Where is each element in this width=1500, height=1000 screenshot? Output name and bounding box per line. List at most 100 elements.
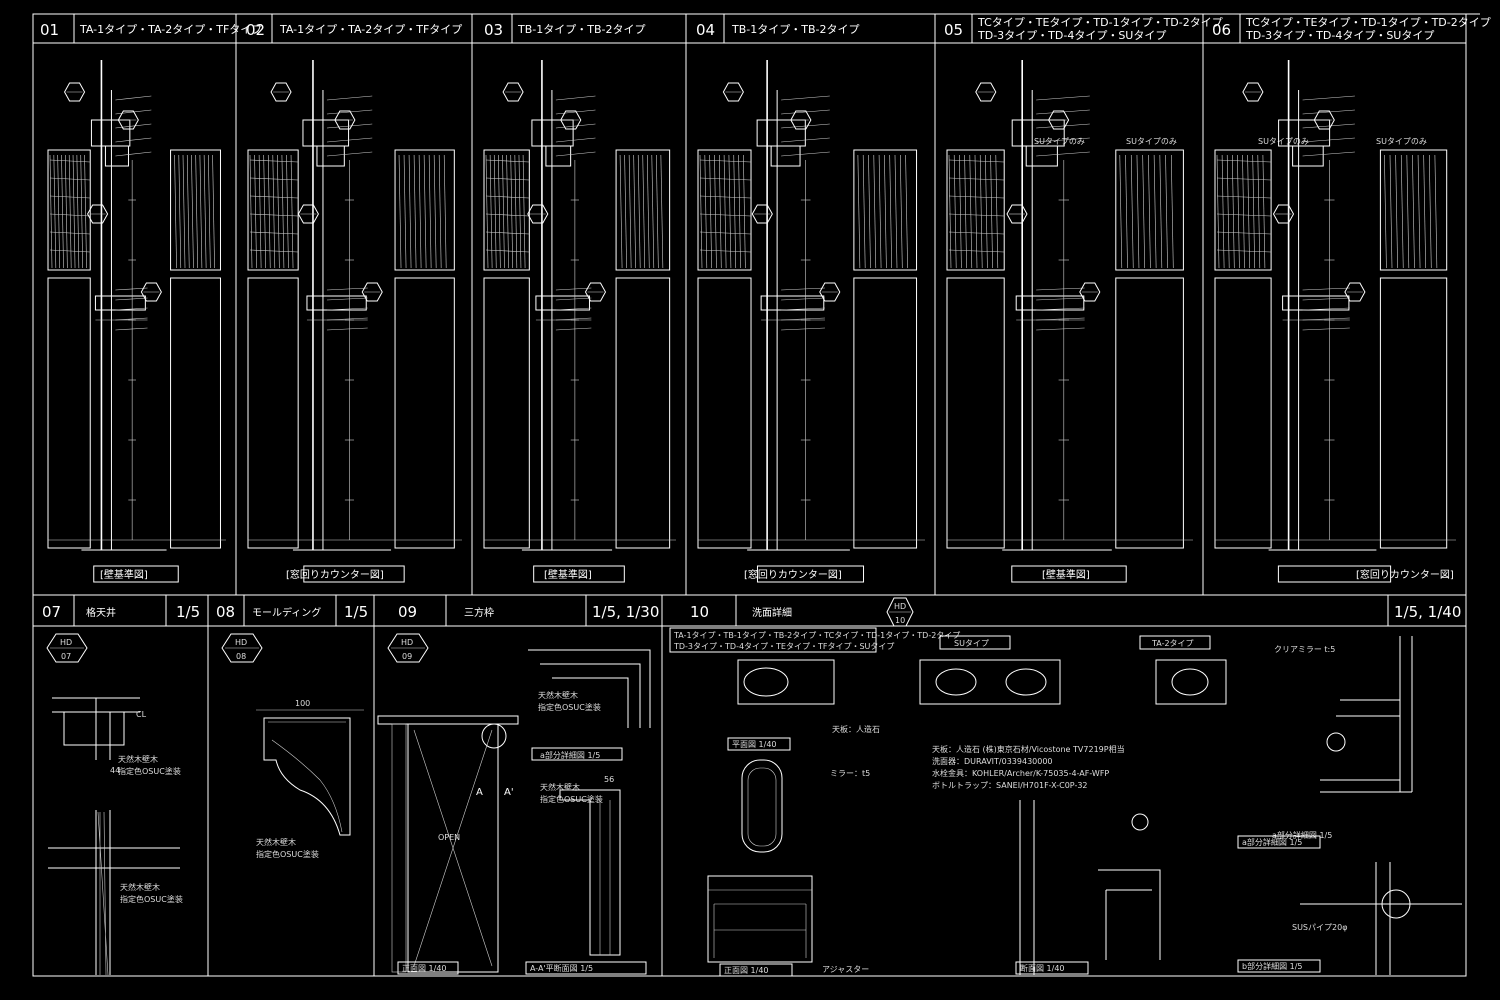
linework xyxy=(1412,154,1415,269)
linework xyxy=(254,154,257,269)
svg-text:100: 100 xyxy=(295,699,310,708)
linework xyxy=(555,317,592,321)
linework xyxy=(394,149,455,271)
linework xyxy=(485,177,530,181)
linework xyxy=(995,154,999,269)
linework xyxy=(723,154,727,269)
svg-text:A': A' xyxy=(504,787,514,798)
svg-text:08: 08 xyxy=(236,652,246,661)
linework xyxy=(1302,137,1355,143)
panel-07-scale: 1/5 xyxy=(176,603,200,621)
linework xyxy=(394,277,455,549)
panel-01-caption: [壁基準図] xyxy=(100,568,148,581)
linework xyxy=(485,159,530,163)
panel-07-title: 格天井 xyxy=(86,606,116,619)
linework xyxy=(756,565,865,583)
linework xyxy=(1277,565,1392,583)
linework xyxy=(1048,110,1070,130)
linework xyxy=(1036,151,1090,157)
linework xyxy=(1384,154,1387,269)
linework xyxy=(819,282,841,302)
linework xyxy=(1115,277,1184,549)
linework xyxy=(884,154,887,269)
panel-05-title: TCタイプ・TEタイプ・TD-1タイプ・TD-2タイプ xyxy=(977,16,1223,29)
linework xyxy=(498,154,501,269)
panel-08-scale: 1/5 xyxy=(344,603,368,621)
panel-10-title: 洗面詳細 xyxy=(752,606,792,619)
door-frame-detail: OPEN A A' 正面図 1/40 a部分詳細図 1/5 天然木壁木 指定色O… xyxy=(377,649,651,975)
linework xyxy=(286,154,289,269)
linework xyxy=(699,154,703,269)
linework xyxy=(946,149,1005,271)
linework xyxy=(1302,297,1350,301)
linework xyxy=(398,154,402,269)
linework xyxy=(1302,151,1355,157)
panel-06-number: 06 xyxy=(1212,21,1231,39)
svg-text:SUタイプのみ: SUタイプのみ xyxy=(1376,137,1427,146)
linework xyxy=(637,154,641,269)
moulding-detail: 100 天然木壁木 指定色OSUC塗装 xyxy=(256,699,364,859)
linework xyxy=(65,154,68,269)
linework xyxy=(1214,277,1272,549)
linework xyxy=(326,307,368,311)
linework xyxy=(438,154,442,269)
svg-text:44: 44 xyxy=(110,766,120,775)
linework xyxy=(555,109,596,115)
linework xyxy=(560,110,582,130)
linework xyxy=(948,249,1005,253)
linework xyxy=(738,154,741,269)
linework xyxy=(535,295,590,311)
linework xyxy=(115,95,152,101)
linework xyxy=(1428,154,1432,269)
linework xyxy=(485,231,530,235)
linework xyxy=(770,145,801,167)
linework xyxy=(249,213,299,217)
linework xyxy=(699,195,752,199)
linework xyxy=(781,327,825,331)
linework xyxy=(247,277,299,549)
linework xyxy=(1252,154,1255,269)
tag-hd-10: HD 10 xyxy=(886,597,914,627)
linework xyxy=(140,282,162,302)
panel-02-number: 02 xyxy=(246,21,265,39)
panel-09-number: 09 xyxy=(398,603,417,621)
linework xyxy=(303,565,405,583)
linework xyxy=(87,204,109,224)
panel-01-number: 01 xyxy=(40,21,59,39)
linework xyxy=(502,82,524,102)
linework xyxy=(506,154,509,269)
linework xyxy=(555,137,596,143)
linework xyxy=(656,154,659,269)
linework xyxy=(1036,95,1090,101)
linework xyxy=(699,177,752,181)
linework xyxy=(326,317,368,321)
linework xyxy=(964,154,967,269)
linework xyxy=(1247,154,1250,269)
linework xyxy=(555,123,596,129)
linework xyxy=(1262,154,1266,269)
tag-hd-08: HD 08 xyxy=(221,633,263,663)
svg-text:HD: HD xyxy=(235,638,247,647)
panel-10-scale: 1/5, 1/40 xyxy=(1394,603,1461,621)
svg-text:ボトルトラップ：SANEI/H701F-X-C0P-32: ボトルトラップ：SANEI/H701F-X-C0P-32 xyxy=(932,781,1088,790)
linework xyxy=(76,154,80,269)
linework xyxy=(948,159,1005,163)
linework xyxy=(326,327,368,331)
linework xyxy=(423,154,427,269)
linework xyxy=(781,123,830,129)
linework xyxy=(1216,231,1272,235)
linework xyxy=(212,154,215,269)
linework xyxy=(514,154,518,269)
linework xyxy=(857,154,861,269)
svg-text:SUタイプのみ: SUタイプのみ xyxy=(1034,137,1085,146)
linework xyxy=(974,154,978,269)
linework xyxy=(760,295,825,311)
linework xyxy=(790,110,812,130)
svg-text:HD: HD xyxy=(894,602,906,611)
linework xyxy=(1272,204,1295,224)
svg-text:天板：人造石 (株)東京石材/Vicostone TV721: 天板：人造石 (株)東京石材/Vicostone TV7219P相当 xyxy=(932,744,1125,754)
linework xyxy=(49,231,91,235)
svg-text:HD: HD xyxy=(60,638,72,647)
svg-text:アジャスター: アジャスター xyxy=(822,965,869,974)
linework xyxy=(743,154,746,269)
